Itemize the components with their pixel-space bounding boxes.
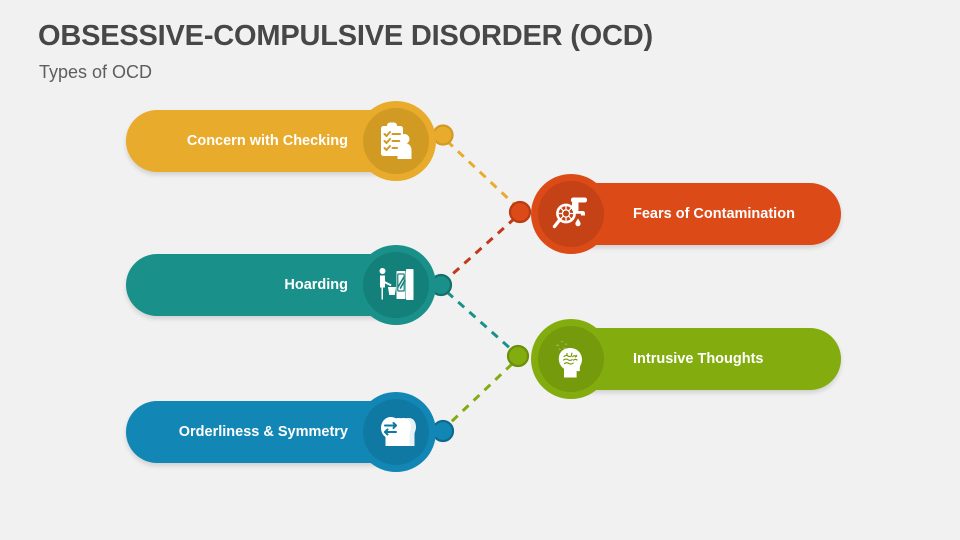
node-label: Intrusive Thoughts bbox=[633, 351, 764, 367]
head-brain-birds-icon bbox=[556, 341, 582, 378]
node-label: Hoarding bbox=[284, 277, 348, 293]
node-intrusive-thoughts[interactable]: Intrusive Thoughts bbox=[531, 319, 841, 399]
clipboard-checklist-person-icon bbox=[381, 122, 412, 159]
node-label: Fears of Contamination bbox=[633, 206, 795, 222]
junction-dot-checking bbox=[432, 124, 454, 146]
junction-dot-orderliness bbox=[431, 419, 455, 443]
node-hoarding[interactable]: Hoarding bbox=[126, 245, 436, 325]
icon-bubble-concern-with-checking[interactable] bbox=[356, 101, 436, 181]
node-concern-with-checking[interactable]: Concern with Checking bbox=[126, 101, 436, 181]
node-orderliness-and-symmetry[interactable]: Orderliness & Symmetry bbox=[126, 392, 436, 472]
page-title: OBSESSIVE-COMPULSIVE DISORDER (OCD) bbox=[38, 20, 653, 52]
node-label: Concern with Checking bbox=[186, 133, 348, 149]
connector-line-contamination-to-hoarding bbox=[445, 216, 517, 281]
connector-line-intrusive-to-orderliness bbox=[447, 362, 514, 426]
node-label: Orderliness & Symmetry bbox=[178, 424, 348, 440]
node-fears-of-contamination[interactable]: Fears of Contamination bbox=[531, 174, 841, 254]
icon-bubble-inner bbox=[363, 108, 429, 174]
icon-bubble-inner bbox=[538, 326, 604, 392]
junction-dot-intrusive bbox=[506, 344, 530, 368]
icon-bubble-inner bbox=[363, 252, 429, 318]
heads-arrows-symmetry-icon bbox=[381, 417, 416, 446]
icon-bubble-inner bbox=[363, 399, 429, 465]
icon-bubble-hoarding[interactable] bbox=[356, 245, 436, 325]
junction-dot-contamination bbox=[508, 200, 532, 224]
icon-bubble-intrusive-thoughts[interactable] bbox=[531, 319, 611, 399]
person-cabinet-hoarding-icon bbox=[379, 268, 414, 300]
connector-line-hoarding-to-intrusive bbox=[446, 290, 513, 352]
icon-bubble-inner bbox=[538, 181, 604, 247]
icon-bubble-fears-of-contamination[interactable] bbox=[531, 174, 611, 254]
page-subtitle: Types of OCD bbox=[39, 62, 153, 82]
connector-line-checking-to-contamination bbox=[445, 139, 517, 207]
icon-bubble-orderliness-and-symmetry[interactable] bbox=[356, 392, 436, 472]
faucet-germ-magnifier-icon bbox=[552, 197, 587, 229]
